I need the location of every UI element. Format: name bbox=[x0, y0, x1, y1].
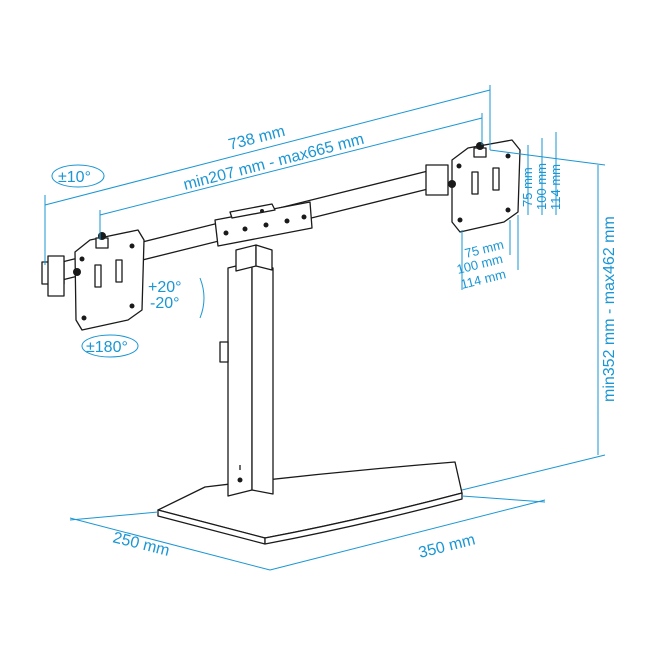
vesa-v-114-label: 114 mm bbox=[548, 164, 563, 210]
dimension-lines bbox=[44, 85, 606, 571]
vesa-v-75-label: 75 mm bbox=[520, 167, 535, 207]
arm-bar bbox=[61, 167, 441, 281]
rotation-label: ±180° bbox=[86, 339, 128, 356]
base-width-label: 350 mm bbox=[417, 531, 477, 561]
base bbox=[157, 461, 463, 545]
tilt-up-label: +20° bbox=[148, 279, 182, 296]
left-vesa-plate bbox=[41, 229, 145, 331]
tilt-down-label: -20° bbox=[150, 295, 180, 312]
height-range-label: min352 mm - max462 mm bbox=[601, 216, 618, 402]
swivel-label: ±10° bbox=[58, 169, 91, 186]
column bbox=[219, 244, 274, 497]
total-width-label: 738 mm bbox=[227, 123, 287, 154]
base-depth-label: 250 mm bbox=[111, 529, 171, 559]
right-vesa-plate bbox=[425, 139, 521, 233]
vesa-v-100-label: 100 mm bbox=[534, 163, 549, 210]
